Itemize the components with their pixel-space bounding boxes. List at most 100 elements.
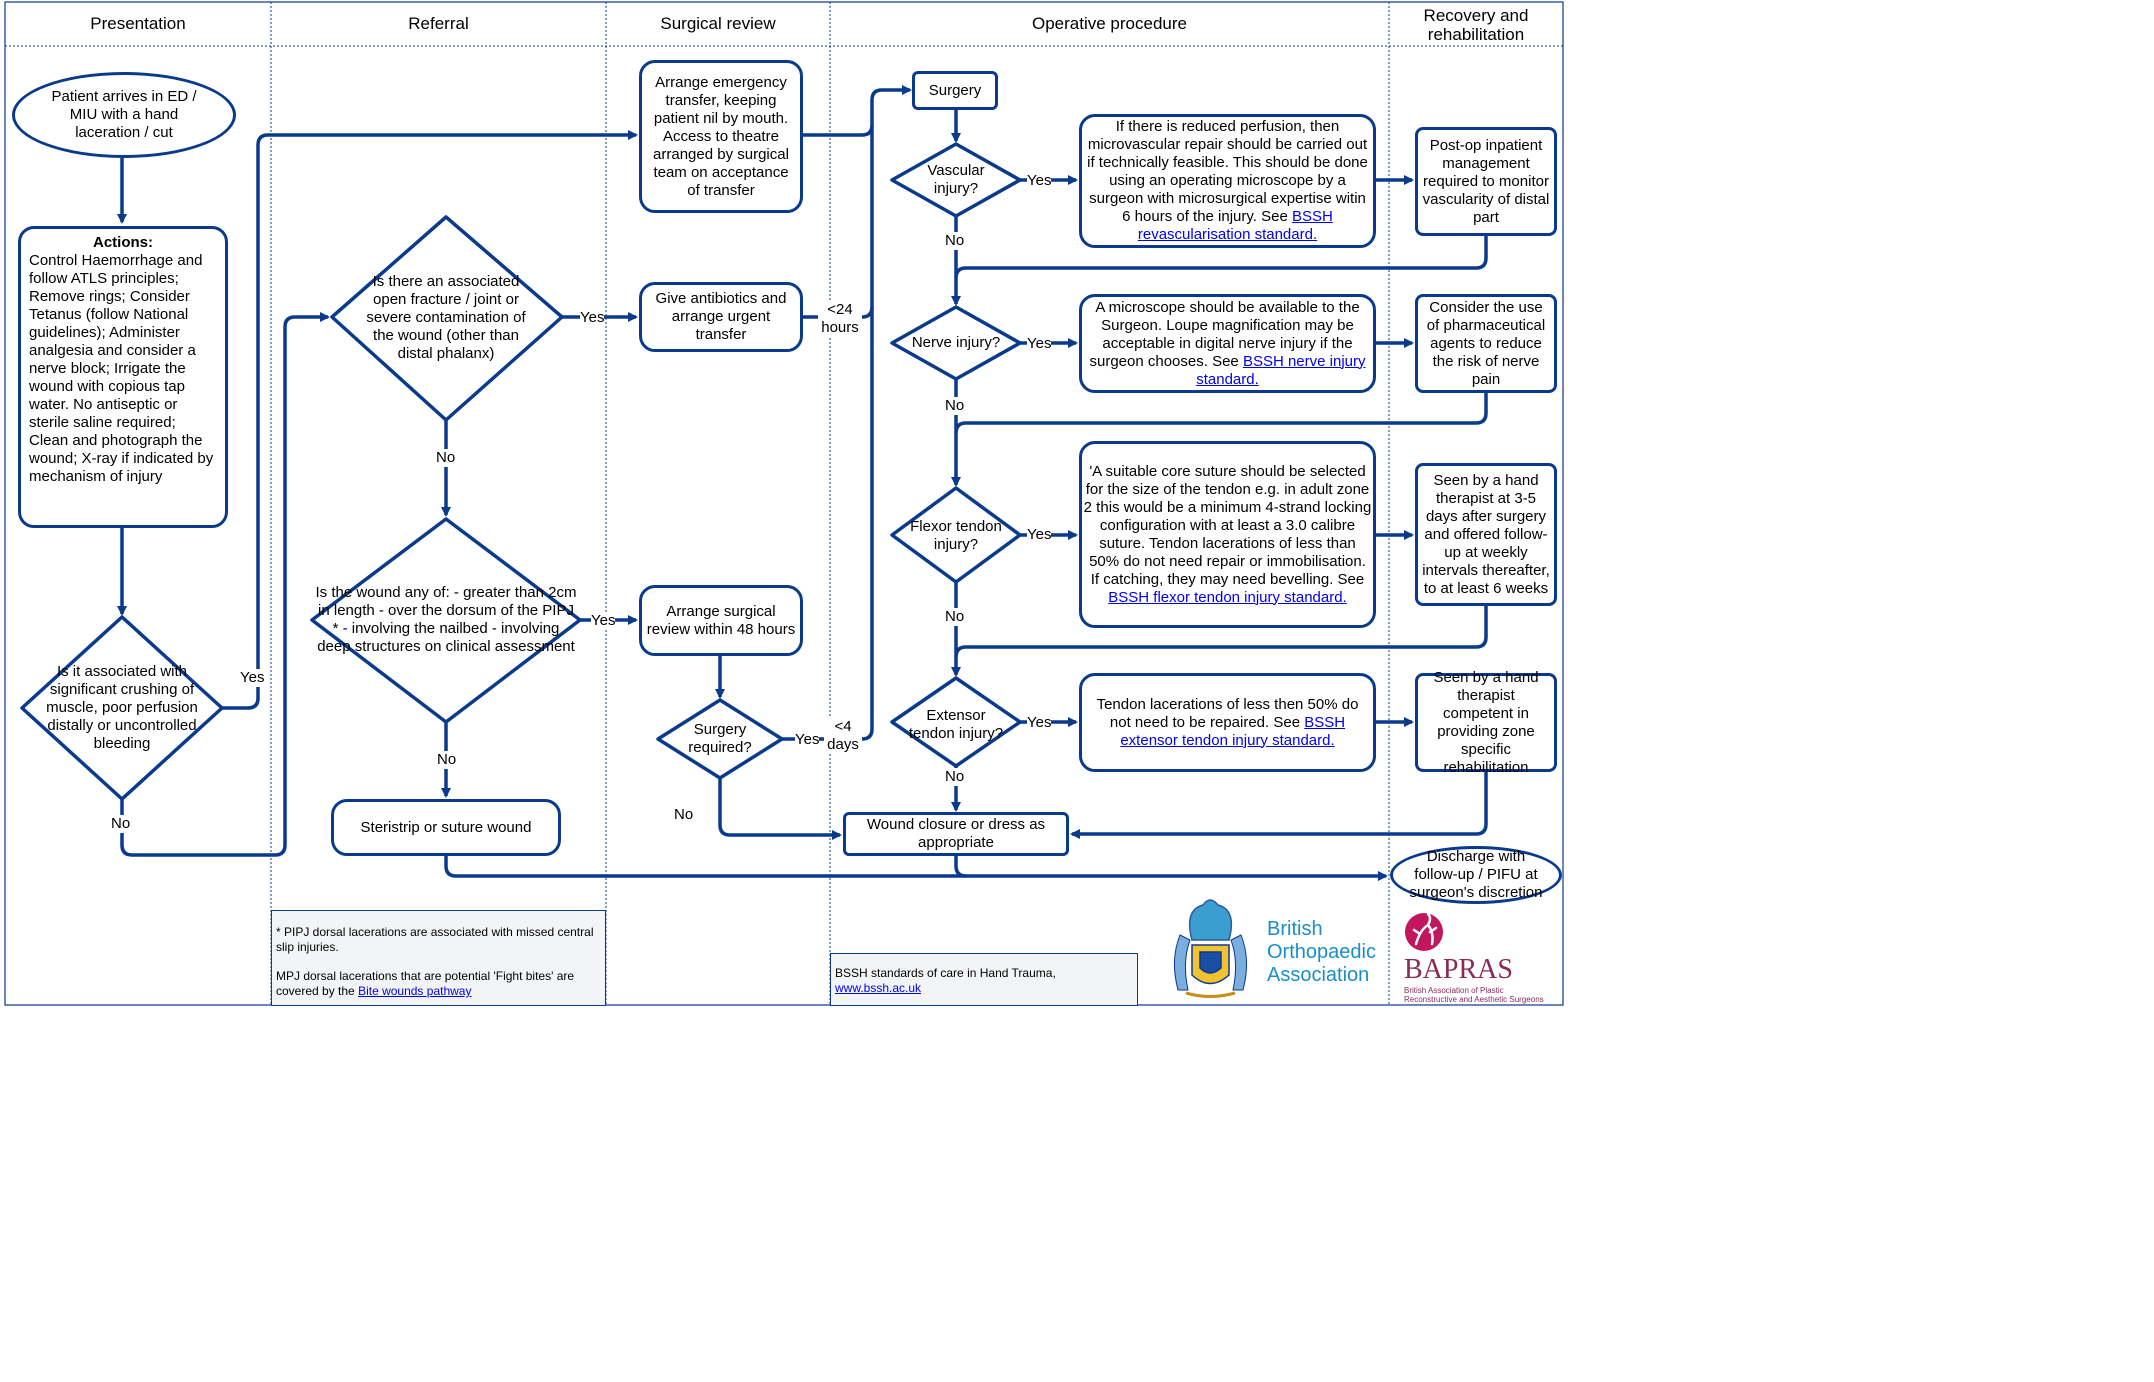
bssh-nerve-injury-link[interactable]: BSSH nerve injury standard.: [1196, 352, 1366, 388]
bapras-emblem-logo: [1405, 912, 1443, 951]
arrow-therapist-to-closure: [1070, 772, 1488, 839]
column-header-presentation: Presentation: [90, 13, 186, 33]
bssh-flexor-tendon-link[interactable]: BSSH flexor tendon injury standard.: [1108, 588, 1347, 606]
pharma-box: Consider the use of pharmaceutical agent…: [1415, 294, 1557, 393]
surgical-review-box: Arrange surgical review within 48 hours: [639, 585, 803, 656]
label-nerve-no: No: [945, 397, 965, 415]
arrow-surgery-required-no: [718, 778, 842, 840]
extensor-guidance-text: Tendon lacerations of less then 50% do n…: [1096, 695, 1359, 731]
connector-emergency-to-surgery: [803, 124, 874, 137]
label-crush-no: No: [111, 815, 131, 833]
vascular-guidance-text: If there is reduced perfusion, then micr…: [1087, 118, 1368, 225]
actions-body: Control Haemorrhage and follow ATLS prin…: [29, 252, 214, 485]
connector-pharma-return: [954, 393, 1488, 434]
actions-title: Actions:: [93, 234, 153, 251]
hand-therapist-flexor-text: Seen by a hand therapist at 3-5 days aft…: [1422, 471, 1550, 597]
extensor-question: Extensor tendon injury?: [908, 707, 1004, 742]
bssh-extensor-tendon-link[interactable]: BSSH extensor tendon injury standard.: [1120, 713, 1346, 749]
emergency-transfer-box: Arrange emergency transfer, keeping pati…: [639, 60, 803, 213]
vascular-guidance-box: If there is reduced perfusion, then micr…: [1079, 114, 1376, 248]
surgical-review-text: Arrange surgical review within 48 hours: [646, 602, 796, 638]
label-flexor-no: No: [945, 608, 965, 626]
label-flexor-yes: Yes: [1027, 526, 1052, 544]
flexor-question: Flexor tendon injury?: [910, 518, 1002, 553]
arrow-steristrip-to-discharge: [444, 856, 1388, 881]
discharge-ellipse: Discharge with follow-up / PIFU at surge…: [1390, 846, 1562, 904]
surgery-text: Surgery: [928, 81, 982, 99]
arrow-surgery-required-yes: [782, 85, 912, 741]
label-surgery-required-no: No: [674, 806, 694, 823]
postop-box: Post-op inpatient management required to…: [1415, 127, 1557, 236]
open-fracture-question: Is there an associated open fracture / j…: [366, 272, 526, 362]
pipj-footnote: * PIPJ dorsal lacerations are associated…: [271, 910, 606, 1006]
boa-crest-logo: [1174, 899, 1247, 998]
nerve-question: Nerve injury?: [911, 334, 1001, 351]
bite-wounds-pathway-link[interactable]: Bite wounds pathway: [358, 984, 472, 998]
hand-therapist-extensor-text: Seen by a hand therapist competent in pr…: [1433, 668, 1539, 776]
arrow-crush-yes-to-emergency: [222, 130, 638, 710]
steristrip-box: Steristrip or suture wound: [331, 799, 561, 856]
pathway-diagram: Presentation Referral Surgical review Op…: [4, 1, 1564, 1006]
extensor-guidance-box: Tendon lacerations of less then 50% do n…: [1079, 673, 1376, 772]
bapras-subtitle-1: British Association of Plastic: [1404, 986, 1504, 995]
surgery-box: Surgery: [912, 71, 998, 110]
bssh-revascularisation-link[interactable]: BSSH revascularisation standard.: [1137, 208, 1333, 243]
column-header-recovery: Recovery and rehabilitation: [1423, 6, 1529, 44]
mpj-note: MPJ dorsal lacerations that are potentia…: [276, 969, 601, 999]
bssh-note-text: BSSH standards of care in Hand Trauma,: [835, 966, 1056, 980]
connector-layer: [4, 1, 1564, 1006]
label-vascular-no: No: [945, 232, 965, 250]
hand-therapist-flexor-box: Seen by a hand therapist at 3-5 days aft…: [1415, 463, 1557, 606]
label-open-fracture-yes: Yes: [580, 309, 605, 327]
bssh-website-link[interactable]: www.bssh.ac.uk: [835, 981, 922, 995]
column-header-surgical-review: Surgical review: [660, 13, 776, 33]
flexor-guidance-text: 'A suitable core suture should be select…: [1083, 462, 1372, 588]
label-open-fracture-no: No: [436, 449, 456, 467]
connector-therapist-return: [954, 606, 1488, 658]
label-extensor-no: No: [945, 768, 965, 786]
pipj-note-text: * PIPJ dorsal lacerations are associated…: [276, 925, 594, 954]
label-vascular-yes: Yes: [1027, 172, 1052, 190]
label-crush-yes: Yes: [240, 669, 265, 687]
wound-closure-box: Wound closure or dress as appropriate: [843, 812, 1069, 856]
label-wound-no: No: [437, 751, 457, 769]
wound-closure-text: Wound closure or dress as appropriate: [866, 816, 1046, 851]
start-ellipse: Patient arrives in ED / MIU with a hand …: [12, 72, 236, 158]
label-extensor-yes: Yes: [1027, 714, 1052, 732]
bapras-logo: BAPRAS British Association of Plastic Re…: [1404, 954, 1562, 1006]
crush-question: Is it associated with significant crushi…: [46, 663, 198, 752]
label-surgery-required-yes: Yes: [795, 731, 820, 749]
bapras-wordmark: BAPRAS: [1404, 954, 1513, 985]
label-less-than-24-hours: <24 hours: [818, 301, 862, 337]
label-wound-yes: Yes: [591, 612, 616, 630]
label-less-than-4-days: <4 days: [824, 718, 862, 754]
column-header-operative-procedure: Operative procedure: [1032, 13, 1187, 33]
nerve-guidance-text: A microscope should be available to the …: [1089, 298, 1360, 370]
connector-urgent-to-surgery: [803, 306, 874, 319]
emergency-transfer-text: Arrange emergency transfer, keeping pati…: [653, 73, 789, 199]
diagram-frame: [4, 1, 1564, 1006]
wound-question: Is the wound any of: - greater than 2cm …: [315, 584, 577, 655]
antibiotics-box: Give antibiotics and arrange urgent tran…: [639, 282, 803, 352]
bapras-subtitle-2: Reconstructive and Aesthetic Surgeons: [1404, 995, 1544, 1004]
discharge-text: Discharge with follow-up / PIFU at surge…: [1409, 848, 1543, 901]
pharma-text: Consider the use of pharmaceutical agent…: [1426, 298, 1546, 388]
label-nerve-yes: Yes: [1027, 335, 1052, 353]
connector-postop-return: [954, 236, 1488, 279]
postop-text: Post-op inpatient management required to…: [1422, 136, 1550, 226]
steristrip-text: Steristrip or suture wound: [360, 818, 532, 836]
bssh-footnote: BSSH standards of care in Hand Trauma, w…: [830, 953, 1138, 1006]
connector-closure-to-discharge: [954, 856, 967, 878]
antibiotics-text: Give antibiotics and arrange urgent tran…: [655, 290, 787, 343]
hand-therapist-extensor-box: Seen by a hand therapist competent in pr…: [1415, 669, 1557, 776]
nerve-guidance-box: A microscope should be available to the …: [1079, 294, 1376, 393]
mpj-note-text: MPJ dorsal lacerations that are potentia…: [276, 969, 575, 998]
actions-box: Actions:Control Haemorrhage and follow A…: [18, 226, 228, 528]
surgery-required-question: Surgery required?: [688, 721, 752, 756]
flexor-guidance-box: 'A suitable core suture should be select…: [1079, 441, 1376, 628]
boa-wordmark: British Orthopaedic Association: [1267, 918, 1376, 986]
arrow-crush-no-to-open-fracture: [120, 312, 330, 857]
column-header-referral: Referral: [408, 13, 469, 33]
vascular-question: Vascular injury?: [927, 162, 985, 197]
start-text: Patient arrives in ED / MIU with a hand …: [51, 88, 197, 141]
